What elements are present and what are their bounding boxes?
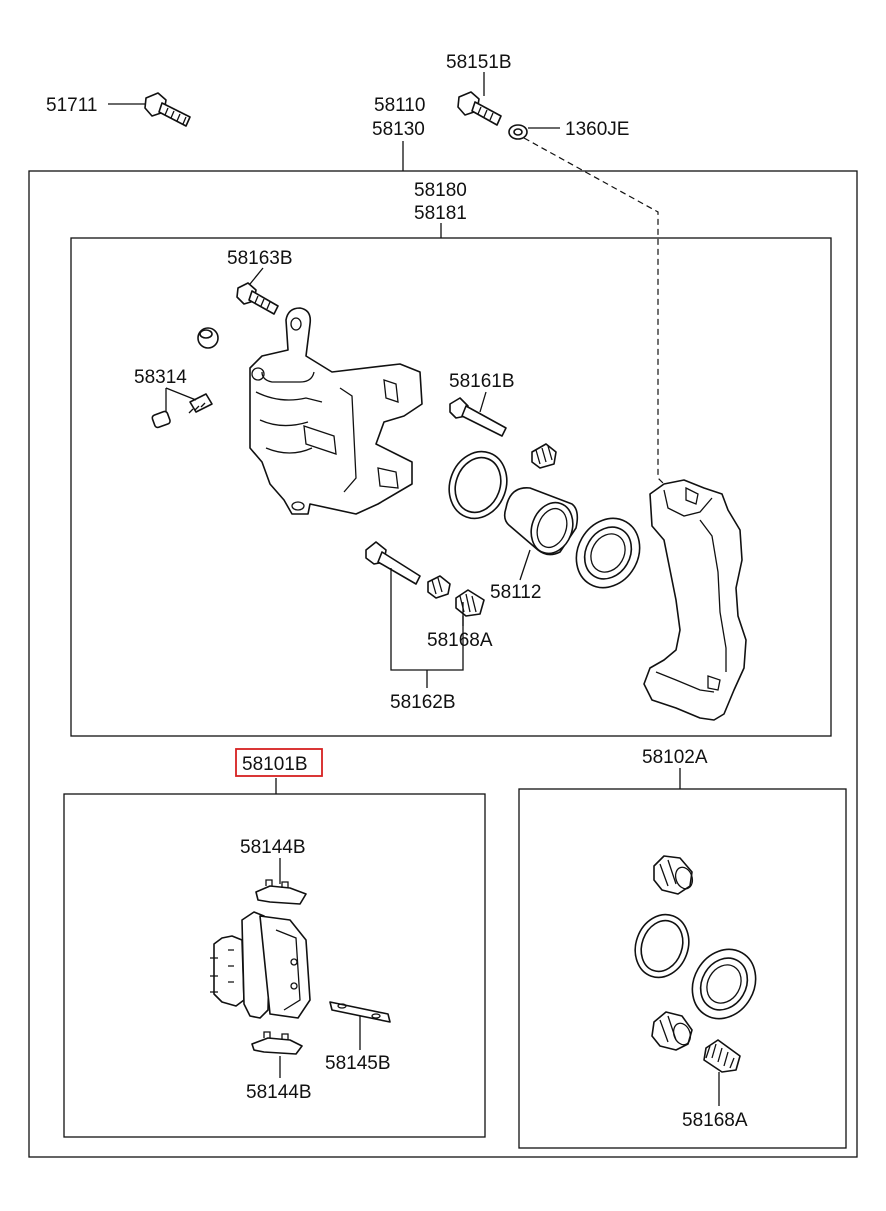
guide-pin-58161B-icon — [449, 397, 507, 437]
bolt-58151B-icon — [457, 91, 502, 126]
label-1360JE[interactable]: 1360JE — [565, 119, 629, 140]
seal-kit-boot-bottom-icon — [651, 1011, 693, 1051]
piston-58112-icon — [503, 487, 579, 556]
brake-pads-icon — [210, 911, 311, 1019]
seal-kit-ring-icon — [634, 913, 690, 979]
bleeder-58314-icon — [151, 393, 213, 429]
pin-boot-icon — [531, 443, 557, 469]
caliper-body-frame — [70, 237, 832, 737]
label-58161B[interactable]: 58161B — [449, 371, 515, 392]
leader-58161B — [479, 391, 487, 413]
seal-kit-dust-boot-icon — [691, 948, 757, 1020]
seal-kit-boot-top-icon — [653, 855, 694, 895]
label-58144B-top[interactable]: 58144B — [240, 837, 306, 858]
outer-assembly-frame — [28, 170, 858, 1158]
dust-boot-ring-icon — [575, 517, 641, 589]
guide-pin-58162B-icon — [365, 541, 485, 617]
seal-kit-frame — [518, 788, 847, 1149]
dust-cap-icon — [197, 327, 219, 349]
pad-kit-frame — [63, 793, 486, 1138]
label-51711[interactable]: 51711 — [46, 95, 97, 116]
piston-seal-ring-icon — [448, 450, 508, 520]
bolt-51711-icon — [144, 92, 191, 127]
label-58181[interactable]: 58181 — [414, 203, 467, 224]
leader-58163B — [249, 267, 264, 285]
label-58112[interactable]: 58112 — [490, 582, 541, 603]
seal-kit-pin-boot-icon — [703, 1039, 741, 1073]
label-58180[interactable]: 58180 — [414, 180, 467, 201]
alignment-dashed-line — [523, 137, 665, 485]
label-58314[interactable]: 58314 — [134, 367, 187, 388]
pad-clip-bottom-icon — [251, 1031, 303, 1055]
pad-clip-top-icon — [255, 879, 307, 905]
label-58163B[interactable]: 58163B — [227, 248, 293, 269]
label-58102A[interactable]: 58102A — [642, 747, 708, 768]
leader-58112 — [519, 549, 531, 581]
highlight-box-58101B — [235, 748, 323, 777]
bracket-58162B — [390, 568, 464, 671]
bolt-58163B-icon — [236, 282, 279, 315]
washer-1360JE-icon — [508, 124, 528, 140]
label-58168A-lower[interactable]: 58168A — [682, 1110, 748, 1131]
label-58110[interactable]: 58110 — [374, 95, 425, 116]
caliper-carrier-icon — [643, 479, 747, 721]
label-58151B[interactable]: 58151B — [446, 52, 512, 73]
label-58168A-upper[interactable]: 58168A — [427, 630, 493, 651]
label-58101B[interactable]: 58101B — [242, 754, 308, 775]
label-58162B[interactable]: 58162B — [390, 692, 456, 713]
anti-rattle-spring-icon — [329, 1001, 391, 1023]
label-58144B-bottom[interactable]: 58144B — [246, 1082, 312, 1103]
label-58130[interactable]: 58130 — [372, 119, 425, 140]
caliper-housing-icon — [249, 307, 423, 515]
label-58145B[interactable]: 58145B — [325, 1053, 391, 1074]
